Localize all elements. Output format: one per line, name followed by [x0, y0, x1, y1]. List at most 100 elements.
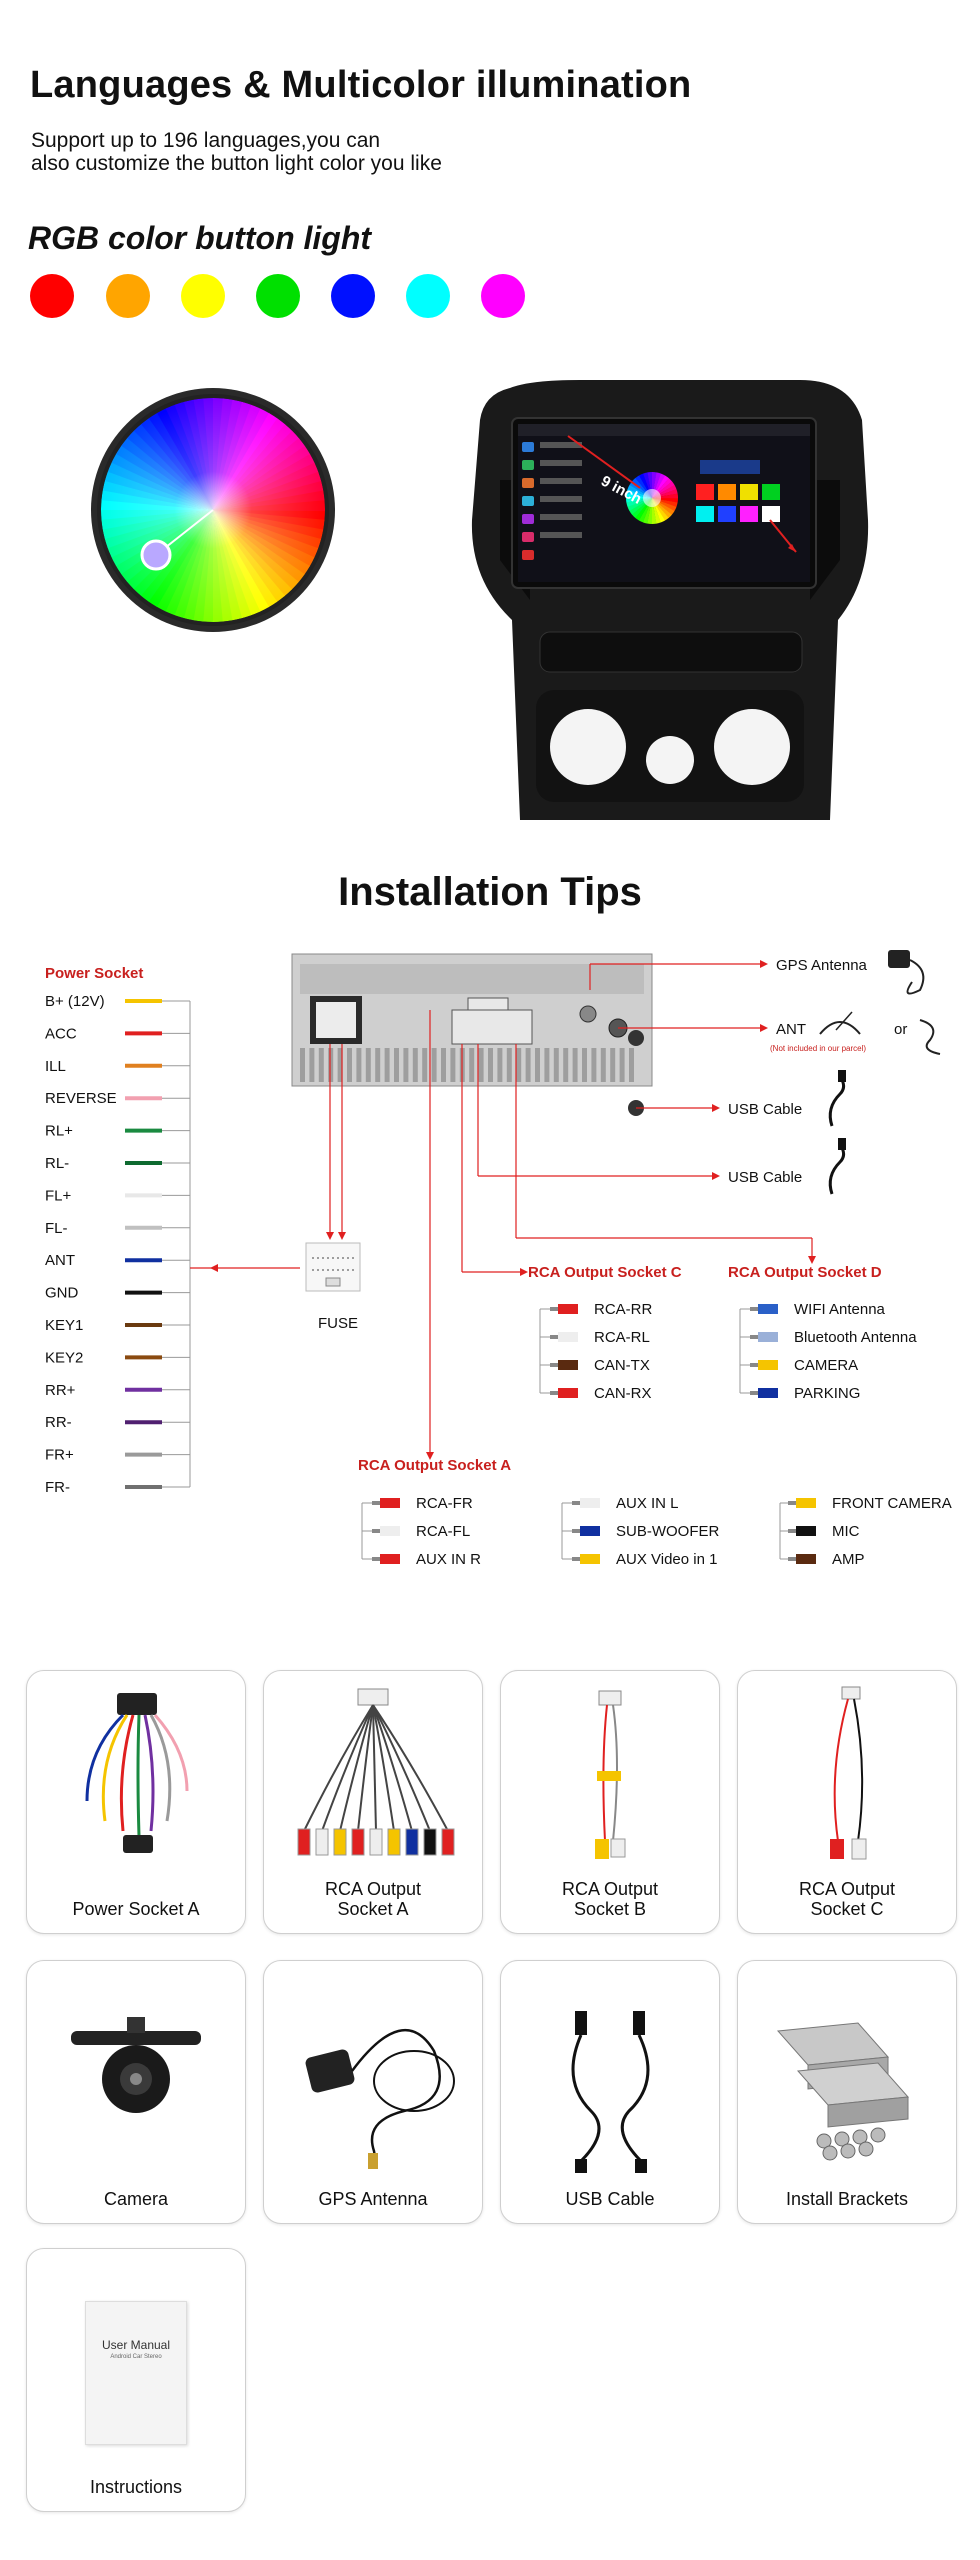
power-wire-row: KEY1 [45, 1317, 190, 1334]
head-unit-illustration: 9 inch [471, 380, 869, 820]
wiring-diagram: Power Socket B+ (12V)ACCILLREVERSERL+RL-… [45, 950, 952, 1568]
power-wire-label: RR+ [45, 1382, 76, 1399]
socket-item: Bluetooth Antenna [740, 1329, 917, 1346]
power-wire-label: FR- [45, 1479, 70, 1496]
subtitle-line-2: also customize the button light color yo… [31, 152, 442, 175]
socket-item-label: CAMERA [794, 1357, 858, 1374]
accessory-card-gps-antenna: GPS Antenna [263, 1960, 483, 2224]
gps-antenna-icon [888, 950, 910, 968]
accessory-label-2: Socket A [337, 1899, 409, 1919]
subtitle-line-1: Support up to 196 languages,you can [31, 129, 381, 152]
accessory-label: USB Cable [565, 2189, 655, 2209]
socket-item-label: CAN-RX [594, 1385, 652, 1402]
socket-item: PARKING [740, 1385, 860, 1402]
socket-item-label: RCA-FL [416, 1523, 470, 1540]
accessory-label: RCA Output [561, 1879, 659, 1899]
rca-socket-c-cable-icon [830, 1686, 867, 1860]
socket-item: RCA-RL [540, 1329, 650, 1346]
power-wire-row: FR- [45, 1479, 190, 1496]
power-socket-harness-icon [85, 1693, 189, 1853]
socket-item: RCA-RR [540, 1301, 652, 1318]
power-wire-label: B+ (12V) [45, 993, 105, 1010]
accessory-label: GPS Antenna [318, 2189, 428, 2209]
accessory-label: RCA Output [324, 1879, 422, 1899]
socket-item: CAN-RX [540, 1385, 652, 1402]
power-wire-row: FR+ [45, 1447, 190, 1464]
power-wire-row: FL- [45, 1220, 190, 1237]
power-wire-label: ACC [45, 1025, 77, 1042]
ant-adapter-icon [919, 1019, 941, 1055]
socket-item: MIC [780, 1523, 860, 1540]
power-wire-row: ILL [45, 1058, 190, 1075]
color-dot-cyan [406, 274, 450, 318]
socket-item: AMP [780, 1551, 865, 1568]
accessory-card-camera: Camera [26, 1960, 246, 2224]
gps-antenna-accessory-icon [305, 2028, 455, 2169]
socket-item-label: AUX IN L [616, 1495, 679, 1512]
color-dot-red [30, 274, 74, 318]
accessory-card-power-socket-a: Power Socket A [26, 1670, 246, 1934]
ant-note: (Not included in our parcel) [770, 1044, 866, 1053]
socket-item-label: PARKING [794, 1385, 860, 1402]
power-wire-row: KEY2 [45, 1349, 190, 1366]
socket-c-title: RCA Output Socket C [528, 1264, 682, 1281]
socket-c-list: RCA-RR RCA-RL CAN-TX CAN-RX [539, 1301, 652, 1402]
color-dot-orange [106, 274, 150, 318]
power-wire-row: RL+ [45, 1123, 190, 1140]
power-wire-label: KEY1 [45, 1317, 83, 1334]
accessory-label-2: Socket C [810, 1899, 884, 1919]
power-wire-label: GND [45, 1285, 79, 1302]
fuse-label: FUSE [318, 1315, 358, 1332]
rca-socket-b-cable-icon [595, 1690, 626, 1859]
usb-cable-accessory-icon [571, 2011, 650, 2173]
socket-item-label: Bluetooth Antenna [794, 1329, 917, 1346]
power-wire-row: FL+ [45, 1187, 190, 1204]
socket-item: CAN-TX [540, 1357, 650, 1374]
accessory-label-2: Socket B [573, 1899, 647, 1919]
socket-d-title: RCA Output Socket D [728, 1264, 882, 1281]
or-label: or [894, 1021, 907, 1038]
socket-item: WIFI Antenna [740, 1301, 886, 1318]
page-title: Languages & Multicolor illumination [30, 64, 692, 106]
screen-menu [522, 442, 582, 560]
power-wire-row: RL- [45, 1155, 190, 1172]
power-wire-label: FR+ [45, 1447, 74, 1464]
power-wire-label: RL+ [45, 1123, 73, 1140]
accessory-label: Camera [103, 2189, 169, 2209]
power-wire-label: KEY2 [45, 1349, 83, 1366]
accessory-card-instructions: User Manual Android Car Stereo Instructi… [26, 2248, 246, 2512]
rca-socket-a-cable-icon [297, 1688, 455, 1856]
usb-cable-2-label: USB Cable [728, 1169, 802, 1186]
color-dot-blue [331, 274, 375, 318]
gps-antenna-label: GPS Antenna [776, 957, 868, 974]
socket-item-label: AUX Video in 1 [616, 1551, 717, 1568]
power-wire-label: RL- [45, 1155, 69, 1172]
socket-item: AUX Video in 1 [562, 1551, 717, 1568]
install-brackets-icon [776, 2022, 910, 2161]
power-wire-row: B+ (12V) [45, 993, 190, 1010]
socket-item-label: WIFI Antenna [794, 1301, 886, 1318]
usb-cable-1-label: USB Cable [728, 1101, 802, 1118]
power-wire-list: B+ (12V)ACCILLREVERSERL+RL-FL+FL-ANTGNDK… [45, 993, 190, 1496]
power-wire-label: FL+ [45, 1187, 72, 1204]
power-socket-title: Power Socket [45, 965, 143, 982]
accessory-card-install-brackets: Install Brackets [737, 1960, 957, 2224]
socket-item-label: AUX IN R [416, 1551, 481, 1568]
camera-icon [71, 2017, 201, 2113]
color-dot-yellow [181, 274, 225, 318]
usb-cable-1-icon [828, 1079, 846, 1127]
usb-cable-2-icon [828, 1147, 846, 1195]
socket-item: FRONT CAMERA [780, 1495, 952, 1512]
power-wire-label: ILL [45, 1058, 66, 1075]
socket-item: RCA-FL [362, 1523, 470, 1540]
socket-item: SUB-WOOFER [562, 1523, 719, 1540]
rgb-title: RGB color button light [28, 220, 372, 256]
power-wire-label: FL- [45, 1220, 68, 1237]
color-dot-magenta [481, 274, 525, 318]
socket-item-label: RCA-RL [594, 1329, 650, 1346]
